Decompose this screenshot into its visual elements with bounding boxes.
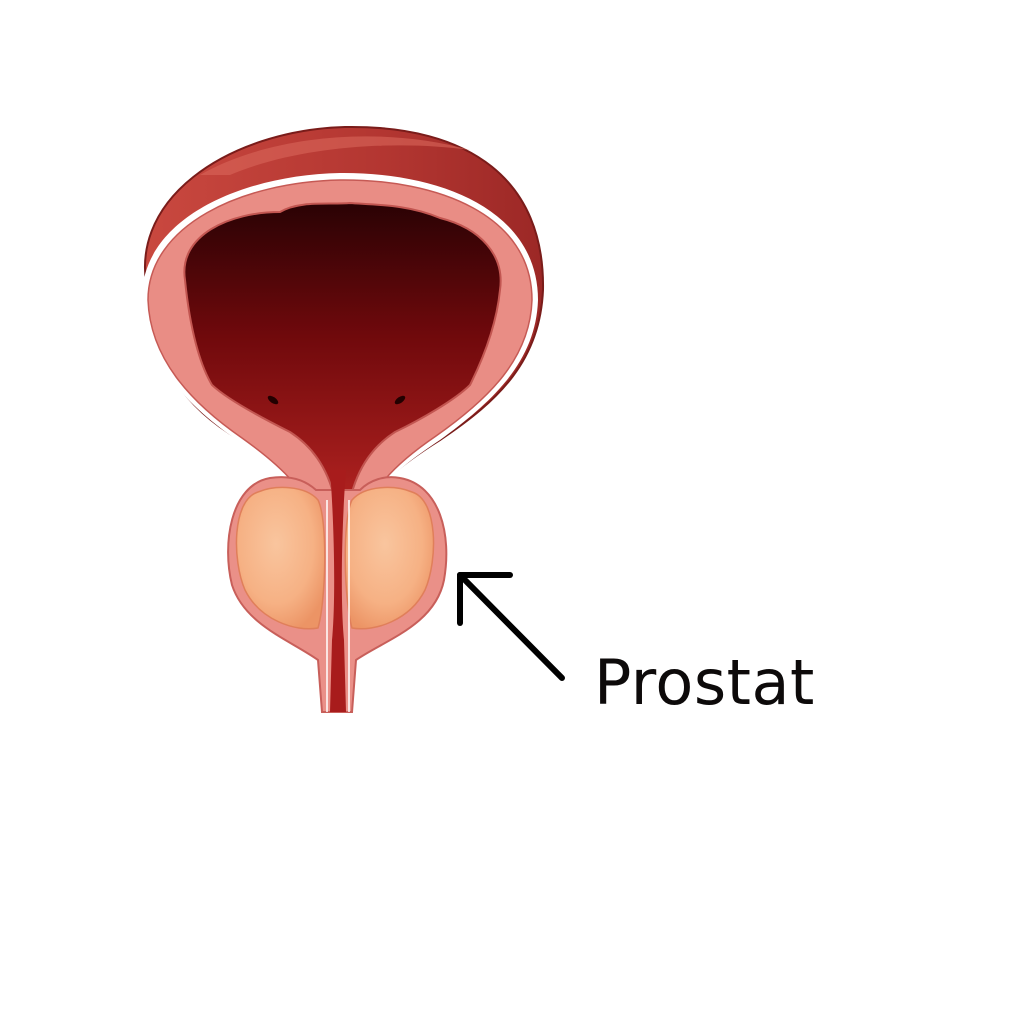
arrow-pointer-icon (457, 572, 565, 681)
ureteral-orifice-left (267, 395, 279, 405)
prostate-label: Prostat (594, 646, 815, 719)
urethra (326, 470, 350, 712)
prostate-left-lobe (235, 486, 326, 630)
bladder-lumen (183, 201, 502, 501)
prostate-right-lobe (344, 486, 435, 630)
ureteral-orifice-right (394, 395, 406, 405)
